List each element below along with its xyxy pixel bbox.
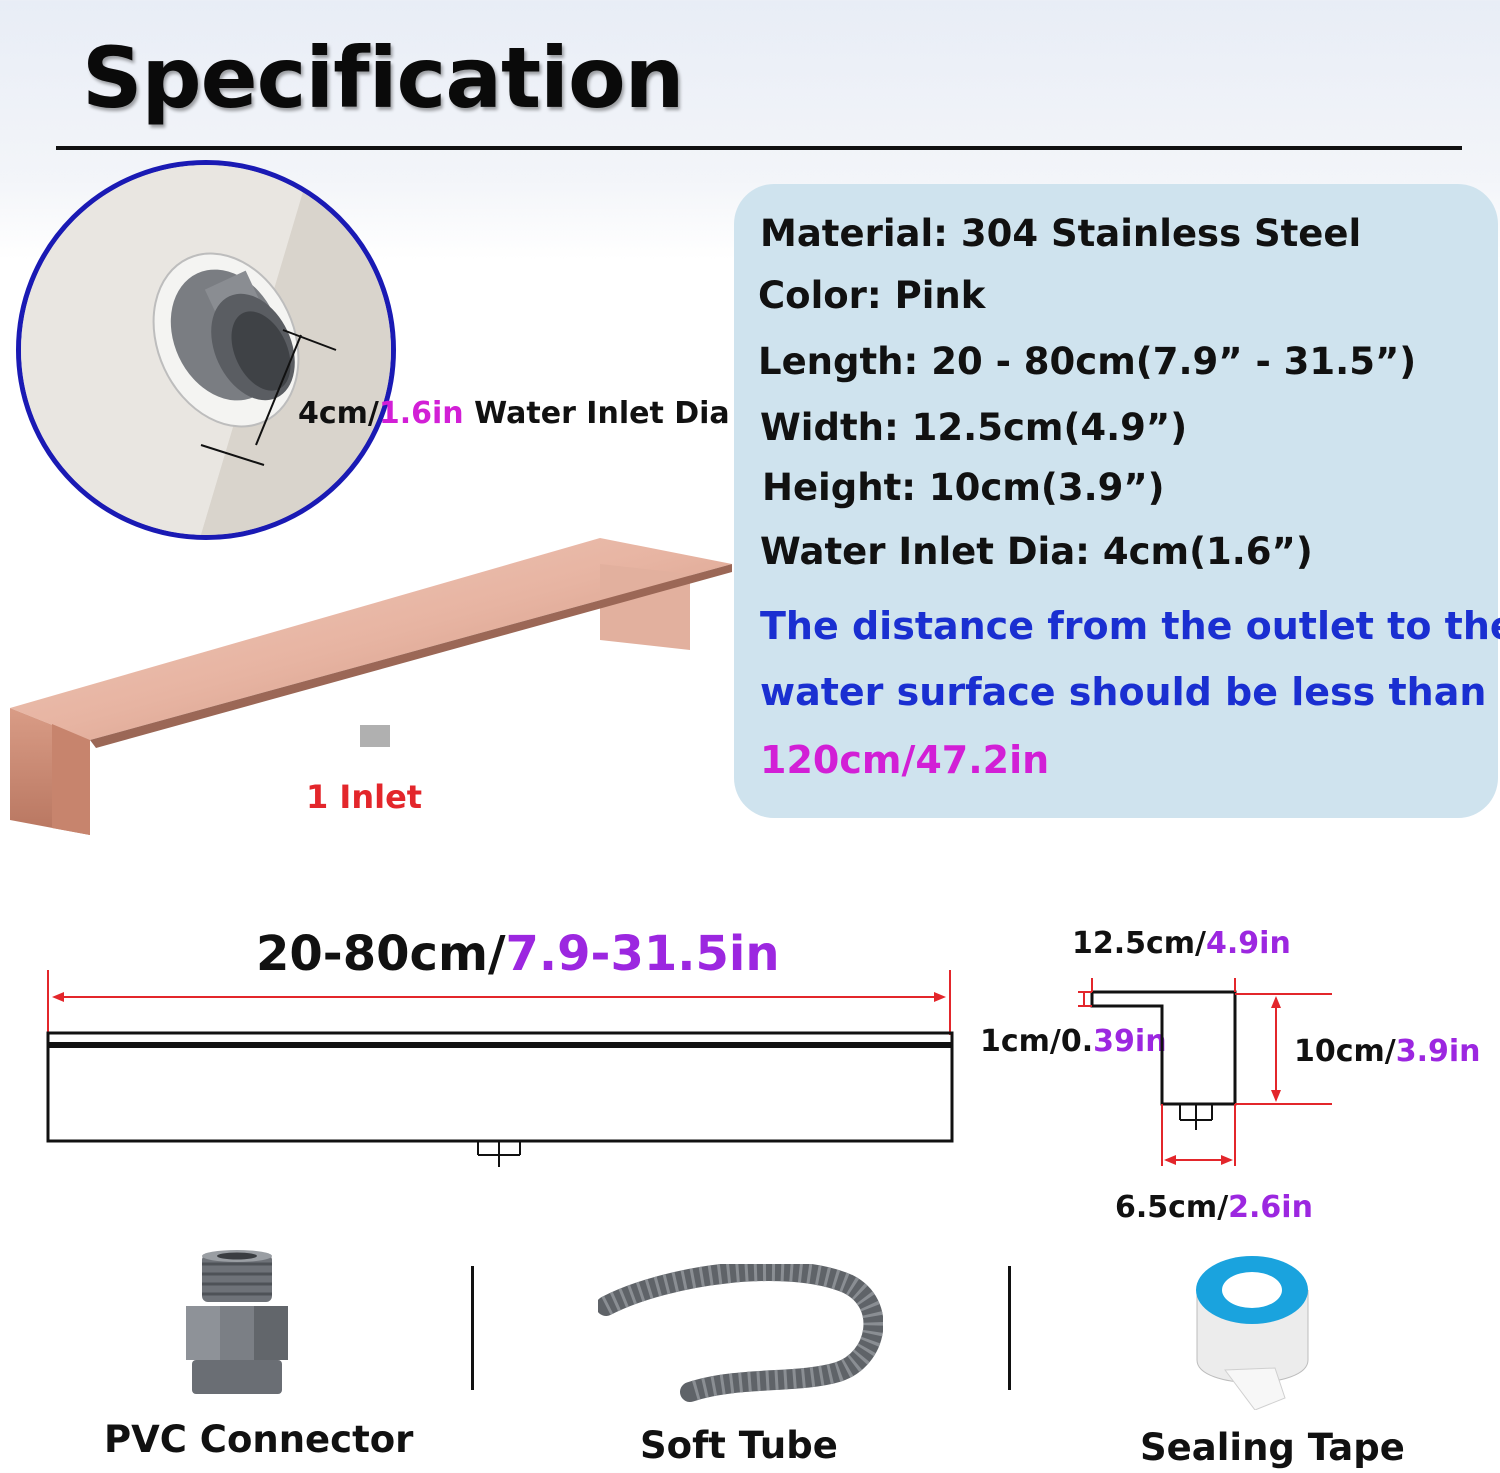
spec-material: Material: 304 Stainless Steel	[760, 212, 1362, 255]
pvc-connector-icon	[186, 1250, 288, 1394]
inlet-dia-cm: 4cm/	[298, 396, 379, 431]
inlet-closeup-icon	[21, 165, 391, 535]
spec-note-line1: The distance from the outlet to the	[760, 604, 1500, 648]
front-view-drawing	[46, 970, 954, 1167]
page-title: Specification	[82, 29, 684, 127]
soft-tube-icon	[598, 1264, 883, 1402]
lip-cm: 1cm/0.	[980, 1024, 1094, 1059]
title-divider	[56, 146, 1462, 150]
lip-in: 39in	[1093, 1024, 1167, 1059]
inlet-dia-label: Water Inlet Dia	[463, 396, 730, 431]
depth-cm: 6.5cm/	[1115, 1190, 1229, 1225]
spec-panel	[734, 184, 1498, 818]
spec-color: Color: Pink	[758, 274, 986, 317]
spec-note-value: 120cm/47.2in	[760, 738, 1050, 782]
side-profile-drawing	[1078, 978, 1332, 1166]
width-dimension-label: 12.5cm/4.9in	[1072, 926, 1291, 961]
spec-width: Width: 12.5cm(4.9”)	[760, 406, 1188, 449]
length-cm: 20-80cm/	[256, 926, 506, 982]
spec-note-line2: water surface should be less than	[760, 670, 1487, 714]
spillway-product-image	[10, 538, 732, 835]
accessory-label-sealing-tape: Sealing Tape	[1140, 1426, 1405, 1469]
depth-dimension-label: 6.5cm/2.6in	[1115, 1190, 1313, 1225]
spec-length: Length: 20 - 80cm(7.9” - 31.5”)	[758, 340, 1417, 383]
spec-inlet-dia: Water Inlet Dia: 4cm(1.6”)	[760, 530, 1313, 573]
width-in: 4.9in	[1206, 926, 1291, 961]
inlet-count-label: 1 Inlet	[306, 778, 423, 816]
inlet-dia-callout: 4cm/1.6in Water Inlet Dia	[298, 396, 730, 431]
depth-in: 2.6in	[1228, 1190, 1313, 1225]
inlet-zoom-image	[16, 160, 396, 540]
height-cm: 10cm/	[1294, 1034, 1396, 1069]
height-dimension-label: 10cm/3.9in	[1294, 1034, 1481, 1069]
accessory-divider	[471, 1266, 474, 1390]
length-dimension-label: 20-80cm/7.9-31.5in	[256, 926, 780, 982]
inlet-dia-in: 1.6in	[378, 396, 464, 431]
length-in: 7.9-31.5in	[505, 926, 780, 982]
spec-height: Height: 10cm(3.9”)	[762, 466, 1165, 509]
lip-dimension-label: 1cm/0.39in	[980, 1024, 1167, 1059]
accessory-divider	[1008, 1266, 1011, 1390]
accessory-label-pvc-connector: PVC Connector	[104, 1418, 414, 1461]
sealing-tape-icon	[1196, 1256, 1309, 1410]
width-cm: 12.5cm/	[1072, 926, 1207, 961]
accessory-label-soft-tube: Soft Tube	[640, 1424, 838, 1467]
height-in: 3.9in	[1395, 1034, 1481, 1069]
